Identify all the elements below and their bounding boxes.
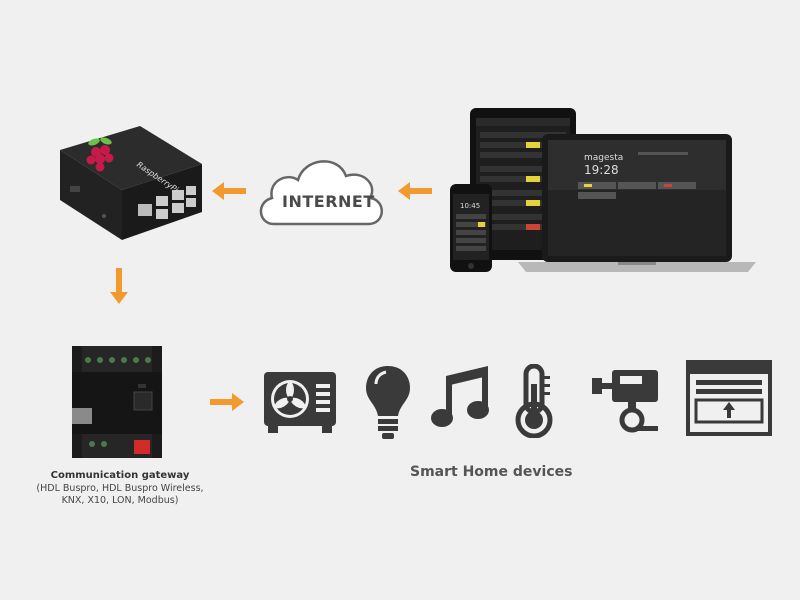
internet-label: INTERNET: [282, 192, 375, 211]
light-bulb-icon: [364, 364, 412, 442]
arrow-down-to-gateway: [110, 268, 128, 304]
security-camera-icon: [590, 366, 662, 436]
laptop-device: magesta 19:28: [518, 134, 756, 272]
cloud-icon: [259, 160, 383, 226]
internet-cloud: INTERNET: [252, 148, 390, 234]
raspberry-pi-device: RaspberryPi: [52, 108, 212, 248]
gateway-subtitle-line2: KNX, X10, LON, Modbus): [61, 495, 179, 506]
communication-gateway-device: [72, 346, 162, 458]
arrow-right-to-devices: [210, 393, 244, 411]
arrow-left-to-cloud: [398, 182, 432, 200]
laptop-brand-text: magesta: [584, 153, 623, 163]
phone-time-text: 10:45: [460, 202, 480, 210]
laptop-time-text: 19:28: [584, 163, 619, 177]
music-note-icon: [430, 364, 492, 430]
gateway-subtitle-line1: (HDL Buspro, HDL Buspro Wireless,: [36, 483, 204, 494]
smart-home-devices-label: Smart Home devices: [410, 464, 573, 480]
gateway-title: Communication gateway: [50, 470, 190, 481]
phone-device: 10:45: [450, 184, 492, 272]
thermometer-icon: [510, 364, 558, 438]
raspberry-logo-icon: [86, 137, 114, 172]
window-blind-icon: [686, 360, 772, 436]
air-conditioner-icon: [262, 370, 338, 434]
arrow-left-to-pi: [212, 182, 246, 200]
